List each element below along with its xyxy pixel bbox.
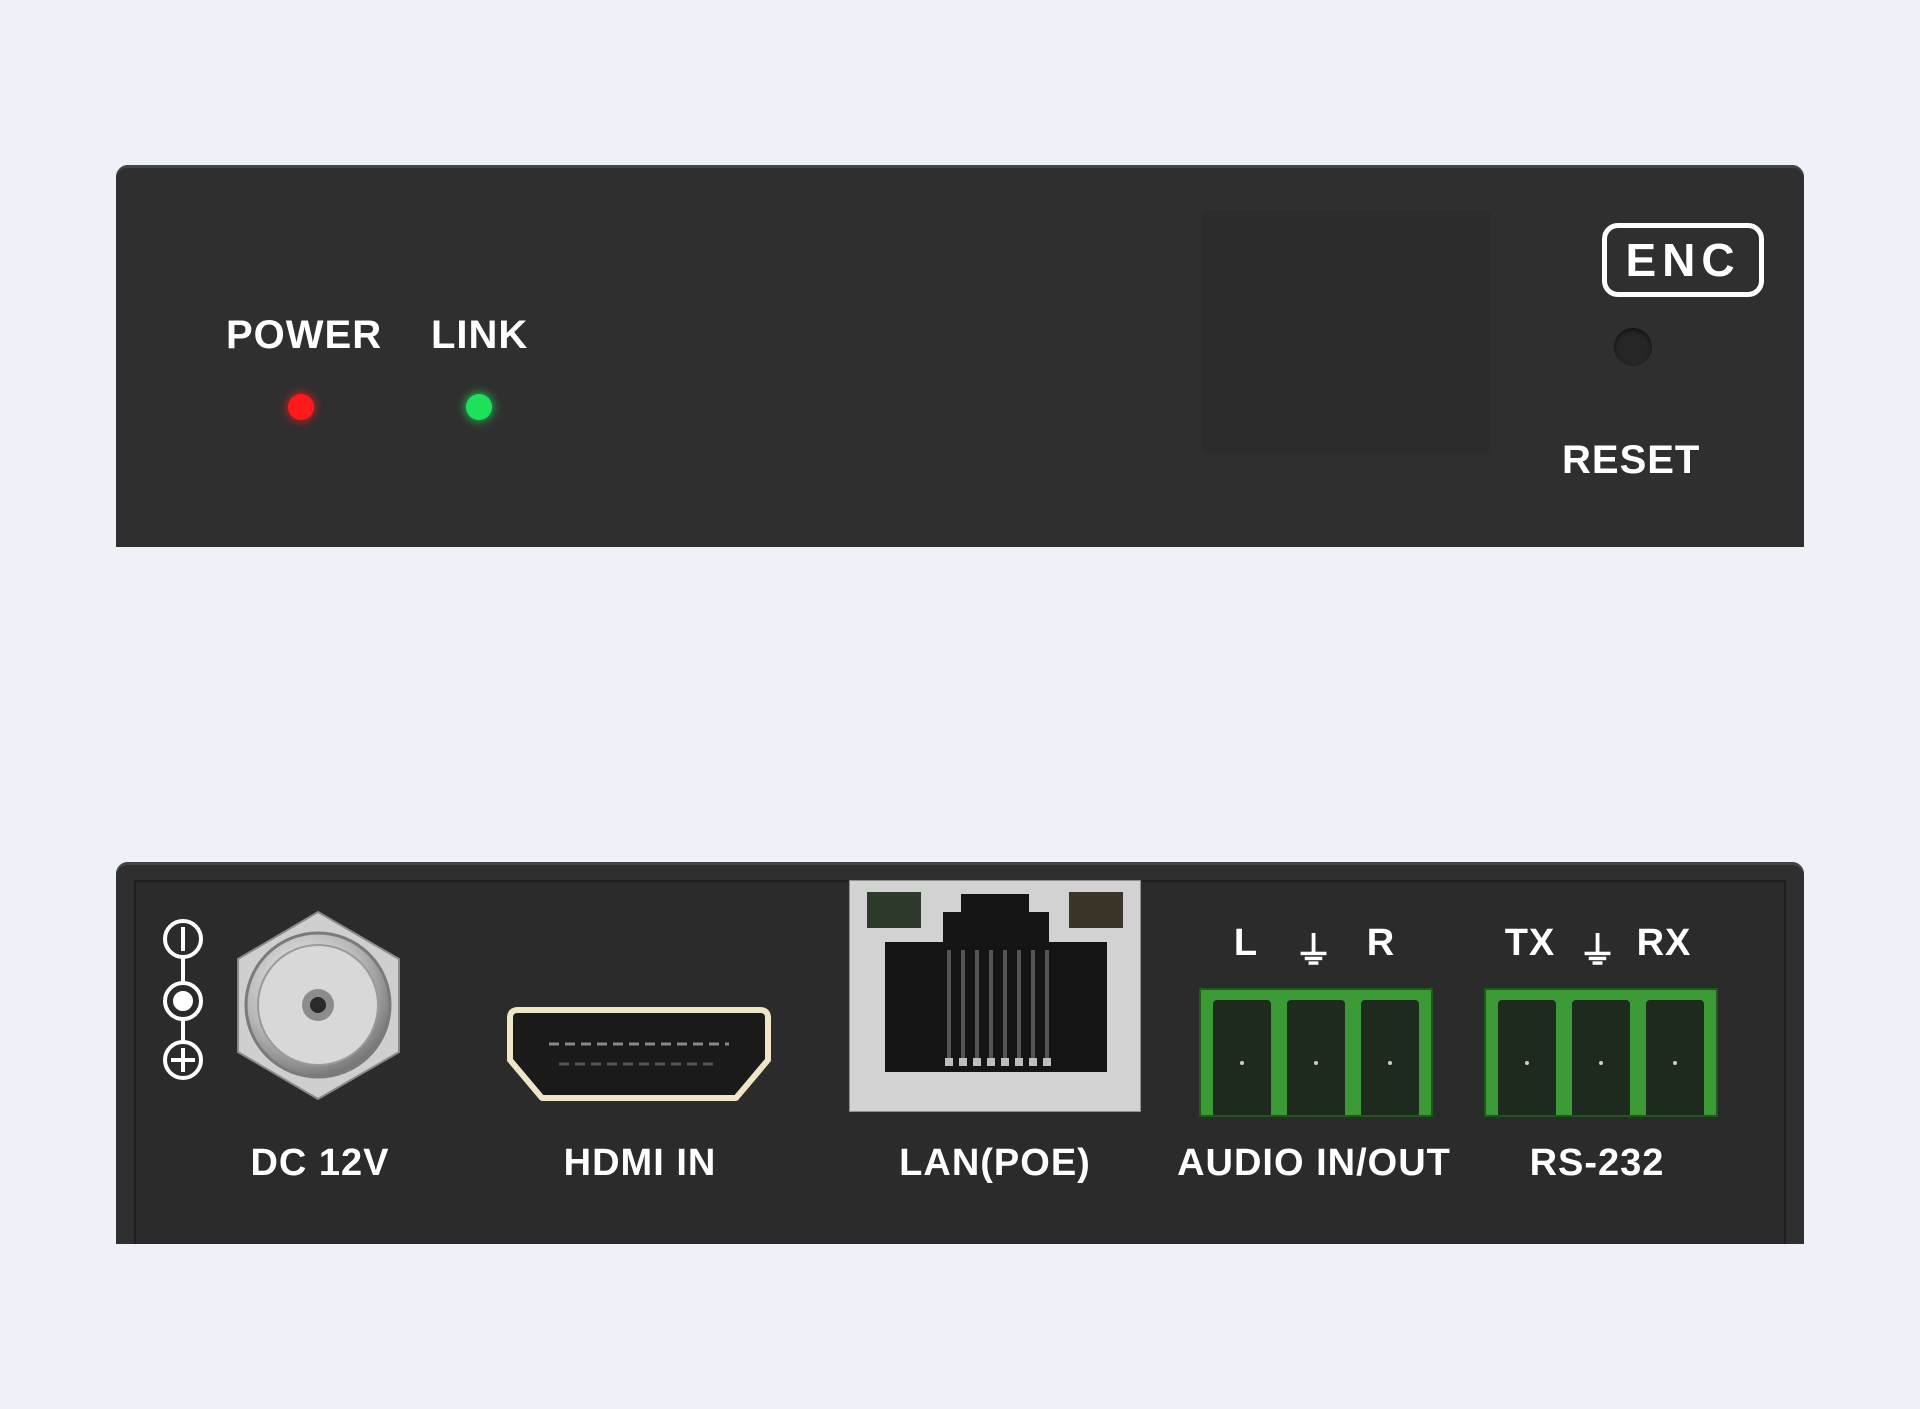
rs232-pin-rx: RX bbox=[1636, 922, 1692, 964]
audio-in-out-label: AUDIO IN/OUT bbox=[1177, 1142, 1451, 1184]
power-label: POWER bbox=[226, 313, 383, 357]
audio-terminal-slot bbox=[1287, 1000, 1345, 1115]
hdmi-port[interactable] bbox=[504, 1002, 774, 1107]
lan-link-led bbox=[867, 892, 921, 928]
audio-terminal-slot bbox=[1213, 1000, 1271, 1115]
audio-pin-l: L bbox=[1233, 922, 1259, 964]
enc-badge: ENC bbox=[1602, 223, 1764, 297]
reset-label: RESET bbox=[1562, 438, 1701, 482]
audio-pin-r: R bbox=[1366, 922, 1396, 964]
audio-pin-ground-icon: ⏚ bbox=[1294, 931, 1334, 973]
ir-window bbox=[1201, 210, 1491, 455]
rs232-label: RS-232 bbox=[1529, 1142, 1665, 1184]
polarity-icon bbox=[163, 919, 203, 1080]
audio-terminal-slot bbox=[1361, 1000, 1419, 1115]
hdmi-in-label: HDMI IN bbox=[563, 1142, 717, 1184]
lan-poe-label: LAN(POE) bbox=[899, 1142, 1091, 1184]
rs232-pin-ground-icon: ⏚ bbox=[1578, 931, 1618, 973]
rs232-terminal-block[interactable] bbox=[1484, 988, 1718, 1117]
rs232-terminal-slot bbox=[1572, 1000, 1630, 1115]
reset-button[interactable] bbox=[1614, 328, 1652, 366]
dc-jack[interactable] bbox=[231, 907, 406, 1102]
lan-act-led bbox=[1069, 892, 1123, 928]
dc-12v-label: DC 12V bbox=[250, 1142, 390, 1184]
front-panel: POWER LINK ENC RESET bbox=[116, 165, 1804, 547]
link-led bbox=[466, 394, 492, 420]
rs232-terminal-slot bbox=[1498, 1000, 1556, 1115]
rs232-pin-tx: TX bbox=[1504, 922, 1556, 964]
power-led bbox=[288, 394, 314, 420]
audio-terminal-block[interactable] bbox=[1199, 988, 1433, 1117]
lan-port[interactable] bbox=[849, 880, 1141, 1112]
rs232-terminal-slot bbox=[1646, 1000, 1704, 1115]
rear-panel: L ⏚ R TX ⏚ RX DC 12V HDMI IN LAN(POE) AU… bbox=[116, 862, 1804, 1244]
link-label: LINK bbox=[431, 313, 529, 357]
